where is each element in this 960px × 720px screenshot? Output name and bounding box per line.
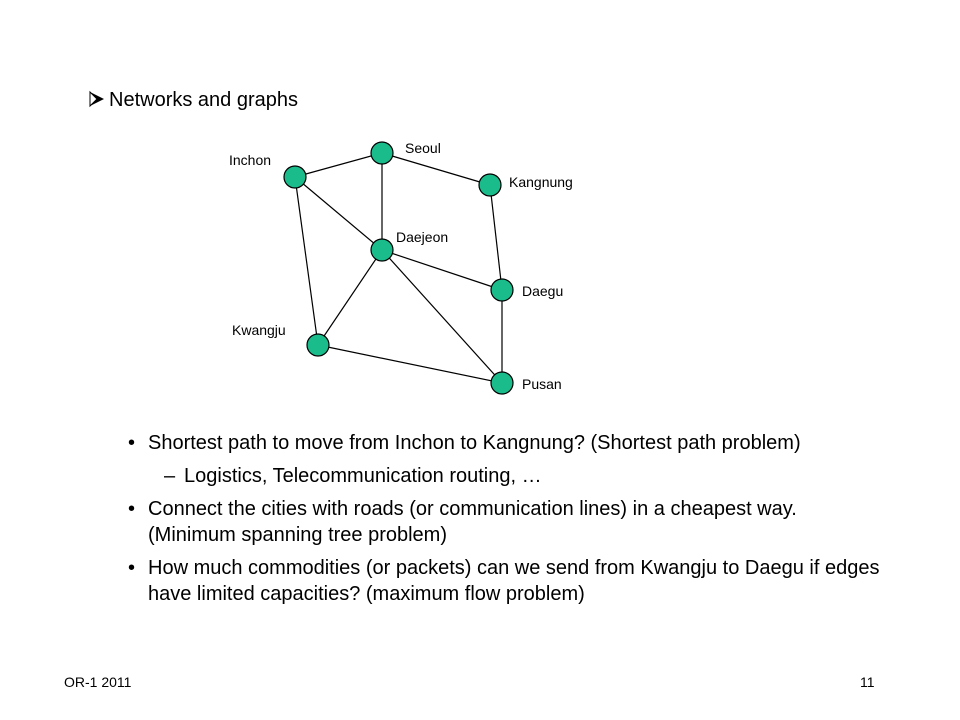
edge-seoul-kangnung xyxy=(381,152,491,186)
footer-course-label: OR-1 2011 xyxy=(64,674,132,690)
edge-inchon-daejeon xyxy=(294,176,383,251)
edge-daejeon-daegu xyxy=(381,249,503,291)
graph-edges xyxy=(294,152,503,384)
node-kangnung xyxy=(478,173,502,197)
edge-daejeon-pusan xyxy=(381,249,503,384)
label-kwangju: Kwangju xyxy=(232,322,286,338)
graph-nodes xyxy=(283,141,514,395)
node-seoul xyxy=(370,141,394,165)
edge-kwangju-pusan xyxy=(317,344,503,384)
heading-text: Networks and graphs xyxy=(109,89,298,111)
sub-bullet-item: – Logistics, Telecommunication routing, … xyxy=(128,463,888,489)
bullet-marker: • xyxy=(128,432,136,454)
node-inchon xyxy=(283,165,307,189)
label-daejeon: Daejeon xyxy=(396,229,448,245)
graph-labels: Seoul Inchon Kangnung Daejeon Daegu Kwan… xyxy=(229,140,573,392)
edge-inchon-seoul xyxy=(294,152,383,178)
bullet-text: Shortest path to move from Inchon to Kan… xyxy=(148,432,801,454)
bullet-item: • How much commodities (or packets) can … xyxy=(128,555,888,607)
bullet-text: Connect the cities with roads (or commun… xyxy=(148,498,797,546)
bullet-item: • Connect the cities with roads (or comm… xyxy=(128,496,888,548)
edge-daejeon-kwangju xyxy=(317,249,383,346)
edge-inchon-kwangju xyxy=(294,176,319,346)
label-daegu: Daegu xyxy=(522,283,563,299)
node-pusan xyxy=(490,371,514,395)
node-daegu xyxy=(490,278,514,302)
label-seoul: Seoul xyxy=(405,140,441,156)
node-daejeon xyxy=(370,238,394,262)
sub-bullet-text: Logistics, Telecommunication routing, … xyxy=(184,465,542,487)
network-graph: Seoul Inchon Kangnung Daejeon Daegu Kwan… xyxy=(229,140,573,395)
arrow-bullet-icon xyxy=(89,90,104,108)
label-kangnung: Kangnung xyxy=(509,174,573,190)
bullet-marker: • xyxy=(128,557,136,579)
bullet-text: How much commodities (or packets) can we… xyxy=(148,557,880,605)
bullet-list: • Shortest path to move from Inchon to K… xyxy=(128,430,888,614)
edge-kangnung-daegu xyxy=(489,184,503,291)
label-pusan: Pusan xyxy=(522,376,562,392)
footer-page-number: 11 xyxy=(860,674,875,690)
node-kwangju xyxy=(306,333,330,357)
bullet-marker: • xyxy=(128,498,136,520)
label-inchon: Inchon xyxy=(229,152,271,168)
slide-heading: Networks and graphs xyxy=(88,86,298,114)
bullet-item: • Shortest path to move from Inchon to K… xyxy=(128,430,888,456)
sub-bullet-marker: – xyxy=(164,465,176,487)
